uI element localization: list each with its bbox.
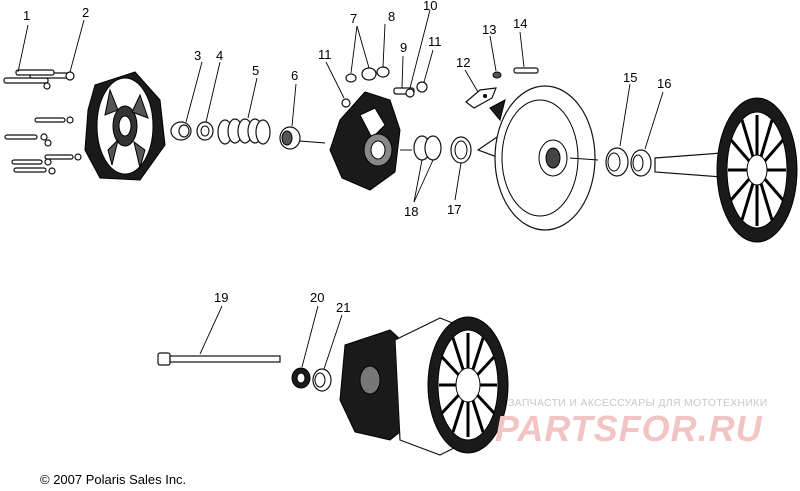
callout-1: 1 bbox=[23, 8, 30, 23]
part-13-nut bbox=[492, 71, 502, 79]
part-20-washer bbox=[291, 367, 311, 389]
callout-15: 15 bbox=[623, 70, 637, 85]
callout-17: 17 bbox=[447, 202, 461, 217]
callout-18: 18 bbox=[404, 204, 418, 219]
callout-6: 6 bbox=[291, 68, 298, 83]
clutch-cover bbox=[84, 71, 166, 181]
parts-7-8-rollers bbox=[345, 66, 390, 83]
leader-lines bbox=[17, 9, 664, 370]
part-16-bushing bbox=[630, 149, 652, 177]
part-19-bolt bbox=[157, 352, 281, 366]
callout-3: 3 bbox=[194, 48, 201, 63]
copyright-notice: © 2007 Polaris Sales Inc. bbox=[40, 472, 187, 487]
movable-sheave bbox=[476, 85, 596, 231]
callout-16: 16 bbox=[657, 76, 671, 91]
watermark-tagline: ЗАПЧАСТИ И АКСЕССУАРЫ ДЛЯ МОТОТЕХНИКИ bbox=[508, 397, 768, 409]
callout-8: 8 bbox=[388, 9, 395, 24]
part-15-bushing bbox=[605, 147, 629, 177]
watermark-logo: PARTSFOR.RU bbox=[495, 408, 763, 449]
part-6-bushing bbox=[279, 126, 301, 150]
part-5-spring bbox=[217, 118, 271, 145]
mounting-bolts bbox=[4, 116, 82, 175]
part-14-pin bbox=[513, 67, 539, 74]
part-1-long-bolts bbox=[3, 69, 71, 84]
callout-5: 5 bbox=[252, 63, 259, 78]
part-12-weight bbox=[465, 87, 497, 109]
callout-14: 14 bbox=[513, 16, 527, 31]
assembled-clutch bbox=[339, 316, 509, 456]
callout-13: 13 bbox=[482, 22, 496, 37]
spider-assembly bbox=[329, 91, 401, 191]
part-10-nut bbox=[405, 88, 415, 98]
callout-7: 7 bbox=[350, 11, 357, 26]
part-2-washer bbox=[43, 71, 75, 90]
callout-19: 19 bbox=[214, 290, 228, 305]
callout-11-right: 11 bbox=[428, 34, 442, 49]
callout-10: 10 bbox=[423, 0, 437, 13]
part-21-bushing bbox=[312, 368, 332, 392]
part-17-ring bbox=[450, 136, 472, 164]
part-18-rings bbox=[413, 135, 442, 161]
part-4-ring bbox=[196, 121, 214, 141]
part-3-bushing bbox=[170, 121, 192, 141]
callout-4: 4 bbox=[216, 48, 223, 63]
callout-20: 20 bbox=[310, 290, 324, 305]
callout-21: 21 bbox=[336, 300, 350, 315]
callout-11-left: 11 bbox=[318, 47, 332, 62]
callout-9: 9 bbox=[400, 40, 407, 55]
callout-2: 2 bbox=[82, 5, 89, 20]
fixed-sheave bbox=[654, 97, 798, 243]
callout-12: 12 bbox=[456, 55, 470, 70]
part-11-washers bbox=[341, 81, 428, 108]
